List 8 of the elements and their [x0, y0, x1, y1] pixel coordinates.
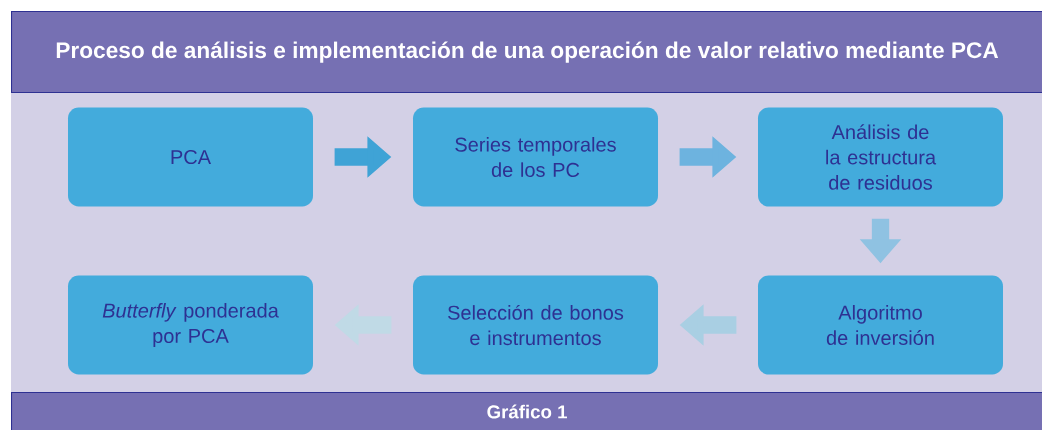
- caption-band: Gráfico 1: [11, 392, 1042, 430]
- process-box: Butterfly ponderada por PCA: [68, 275, 313, 375]
- title-band: Proceso de análisis e implementación de una operación de valor relativo mediante PCA: [11, 11, 1042, 94]
- process-box: Selección de bonos e instrumentos: [413, 275, 658, 375]
- process-box: Series temporales de los PC: [413, 107, 658, 207]
- process-box: Análisis de la estructura de residuos: [758, 107, 1003, 207]
- process-box: Algoritmo de inversión: [758, 275, 1003, 375]
- process-box: PCA: [68, 107, 313, 207]
